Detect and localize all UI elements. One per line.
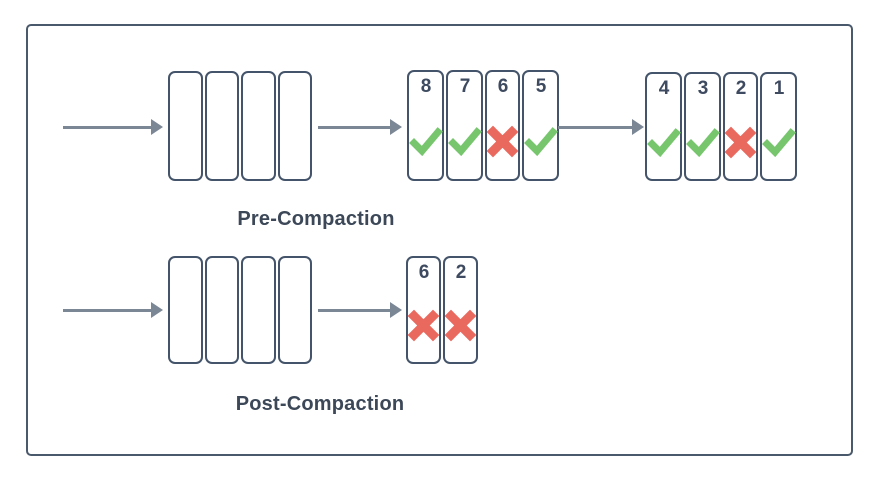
post-compaction-label: Post-Compaction — [235, 393, 405, 415]
arrow-shaft — [63, 125, 151, 129]
log-slot: 5 — [522, 70, 559, 181]
slot-number: 7 — [459, 76, 471, 97]
arrow-shaft — [318, 125, 390, 129]
log-slot: 1 — [760, 72, 797, 181]
flow-arrow — [63, 119, 163, 135]
empty-segment-box — [168, 256, 312, 364]
log-slot — [241, 71, 276, 181]
slot-number: 6 — [497, 76, 509, 97]
arrow-head-icon — [632, 119, 644, 135]
slot-number: 2 — [455, 262, 467, 283]
diagram-outer-frame — [26, 24, 853, 456]
log-slot: 6 — [485, 70, 520, 181]
flow-arrow — [63, 302, 163, 318]
flow-arrow — [318, 119, 402, 135]
empty-segment-box — [168, 71, 312, 181]
check-icon — [448, 101, 482, 181]
log-slot — [204, 71, 239, 181]
log-slot: 2 — [443, 256, 478, 364]
log-slot: 3 — [684, 72, 721, 181]
arrow-shaft — [63, 308, 151, 312]
log-slot — [168, 71, 203, 181]
slot-number: 3 — [697, 78, 709, 99]
segment-box-4-1: 4 3 2 1 — [645, 72, 797, 181]
pre-compaction-label: Pre-Compaction — [237, 208, 395, 230]
check-icon — [647, 103, 681, 181]
check-icon — [409, 101, 443, 181]
slot-number: 4 — [658, 78, 670, 99]
cross-icon — [724, 103, 757, 181]
log-slot — [277, 71, 312, 181]
arrow-head-icon — [151, 119, 163, 135]
arrow-shaft — [318, 308, 390, 312]
check-icon — [524, 101, 558, 181]
arrow-head-icon — [390, 119, 402, 135]
slot-number: 5 — [535, 76, 547, 97]
arrow-shaft — [558, 125, 632, 129]
log-slot — [204, 256, 239, 364]
log-slot: 4 — [645, 72, 682, 181]
check-icon — [686, 103, 720, 181]
flow-arrow — [558, 119, 644, 135]
slot-number: 1 — [773, 78, 785, 99]
log-slot: 8 — [407, 70, 444, 181]
log-slot: 6 — [406, 256, 441, 364]
arrow-head-icon — [390, 302, 402, 318]
cross-icon — [444, 287, 477, 364]
segment-box-8-5: 8 7 6 5 — [407, 70, 559, 181]
log-slot — [241, 256, 276, 364]
flow-arrow — [318, 302, 402, 318]
log-slot: 7 — [446, 70, 483, 181]
cross-icon — [407, 287, 440, 364]
log-slot — [277, 256, 312, 364]
log-slot: 2 — [723, 72, 758, 181]
check-icon — [762, 103, 796, 181]
log-slot — [168, 256, 203, 364]
slot-number: 6 — [418, 262, 430, 283]
cross-icon — [486, 101, 519, 181]
slot-number: 8 — [420, 76, 432, 97]
arrow-head-icon — [151, 302, 163, 318]
slot-number: 2 — [735, 78, 747, 99]
